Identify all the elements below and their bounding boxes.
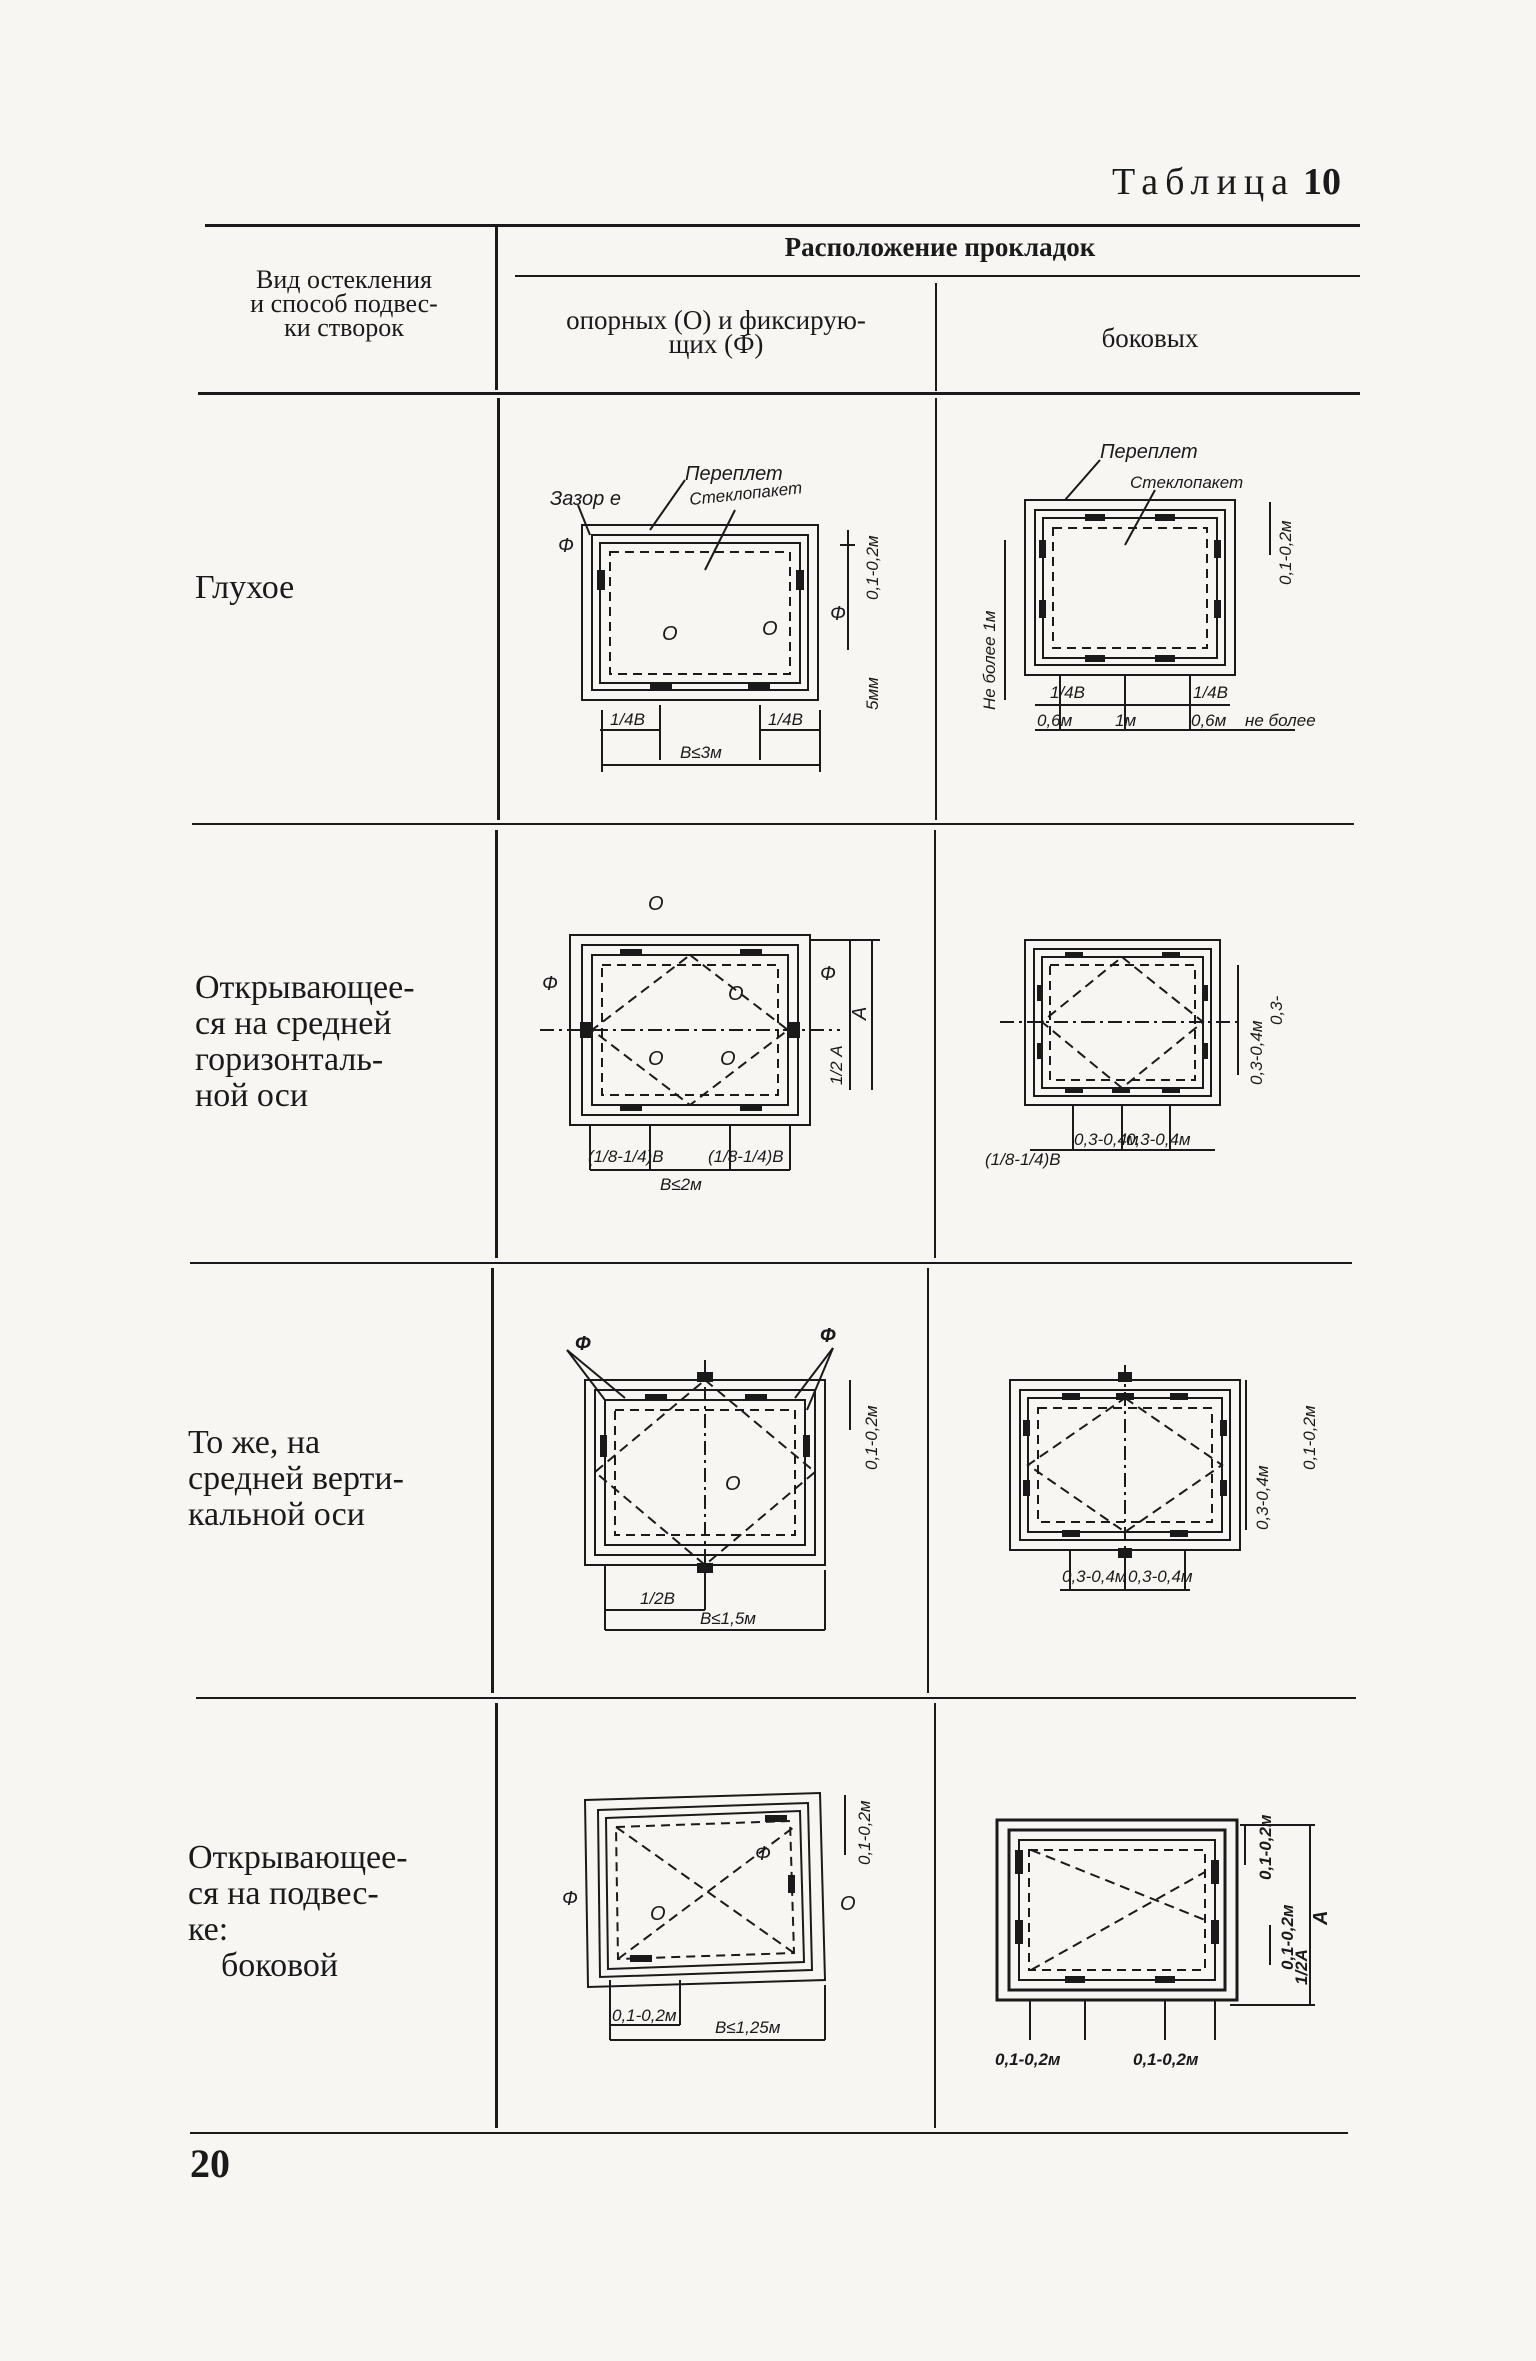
svg-text:0,1-0,2м: 0,1-0,2м <box>1278 1904 1297 1970</box>
svg-text:(1/8-1/4)В: (1/8-1/4)В <box>708 1147 784 1166</box>
page-number: 20 <box>190 2141 230 2186</box>
svg-text:5мм: 5мм <box>863 677 882 710</box>
row1-rule <box>192 823 1354 825</box>
row3-rule <box>196 1697 1356 1699</box>
col-divider-r4 <box>495 1703 498 2128</box>
drawing-fixed-support: Зазор е Переплет Стеклопакет Ф Ф О О 0,1… <box>550 463 882 772</box>
svg-text:Ф: Ф <box>820 1325 836 1347</box>
col-divider-r3 <box>491 1268 494 1693</box>
svg-text:О: О <box>648 1048 664 1070</box>
svg-text:Ф: Ф <box>755 1843 771 1865</box>
row-label-2: Открывающее- ся на средней горизонталь- … <box>195 969 415 1114</box>
drawing-vertical-side: 0,3-0,4м 0,3-0,4м 0,1-0,2м 0,3-0,4м <box>1009 1365 1319 1591</box>
row-label-4: Открывающее- ся на подвес- ке: боковой <box>188 1839 408 1984</box>
svg-text:О: О <box>648 893 664 915</box>
col2-divider-r1 <box>935 398 937 820</box>
row2-rule <box>190 1262 1352 1264</box>
col-divider-header2 <box>935 283 937 391</box>
drawing-side-hung-side: 0,1-0,2м 0,1-0,2м 1/2А А 0,1-0,2м 0,1-0,… <box>995 1814 1332 2069</box>
svg-text:Ф: Ф <box>558 535 574 557</box>
table-bottom-rule <box>190 2132 1348 2134</box>
col2-divider-r2 <box>934 830 936 1258</box>
svg-text:Зазор е: Зазор е <box>550 488 621 510</box>
svg-text:Ф: Ф <box>542 973 558 995</box>
svg-text:0,1-0,2м: 0,1-0,2м <box>855 1800 874 1865</box>
svg-text:1/4В: 1/4В <box>610 710 645 729</box>
svg-text:1/4В: 1/4В <box>1193 683 1228 702</box>
svg-text:Ф: Ф <box>575 1333 591 1355</box>
drawing-side-hung-support: Ф Ф О О 0,1-0,2м 0,1-0,2м В≤1,25м <box>562 1791 874 2041</box>
header-support: опорных (О) и фиксирую- щих (Ф) <box>566 305 866 359</box>
table-top-rule <box>205 224 1360 227</box>
svg-text:0,1-0,2м: 0,1-0,2м <box>1133 2050 1199 2069</box>
drawing-vertical-support: Ф Ф О 0,1-0,2м 1/2В В≤1,5м <box>566 1325 881 1631</box>
header-kind: Вид остекления и способ подвес- ки створ… <box>250 265 438 342</box>
svg-text:1/4В: 1/4В <box>1050 683 1085 702</box>
svg-text:0,1-0,2м: 0,1-0,2м <box>1300 1405 1319 1470</box>
svg-text:1/2А: 1/2А <box>1292 1949 1311 1985</box>
svg-text:0,1-0,2м: 0,1-0,2м <box>862 1405 881 1470</box>
svg-text:0,3-0,4м: 0,3-0,4м <box>1062 1567 1127 1586</box>
svg-text:0,1-0,2м: 0,1-0,2м <box>612 2006 677 2025</box>
svg-text:В≤1,5м: В≤1,5м <box>700 1609 756 1628</box>
svg-text:0,3-0,4м: 0,3-0,4м <box>1126 1130 1191 1149</box>
svg-text:0,3-0,4м: 0,3-0,4м <box>1128 1567 1193 1586</box>
svg-text:Ф: Ф <box>820 963 836 985</box>
col2-divider-r3 <box>927 1268 929 1693</box>
col2-divider-r4 <box>934 1703 936 2128</box>
svg-text:Ф: Ф <box>830 603 846 625</box>
svg-text:А: А <box>1310 1911 1332 1926</box>
svg-text:0,1-0,2м: 0,1-0,2м <box>1276 520 1295 585</box>
header-group: Расположение прокладок <box>784 232 1096 262</box>
drawing-fixed-side: Переплет Стеклопакет 0,1-0,2м Не более 1… <box>980 441 1316 731</box>
svg-text:0,1-0,2м: 0,1-0,2м <box>1256 1814 1275 1880</box>
svg-text:0,3-0,4м: 0,3-0,4м <box>1247 1020 1266 1085</box>
svg-text:(1/8-1/4)В: (1/8-1/4)В <box>985 1150 1061 1169</box>
svg-text:О: О <box>650 1903 666 1925</box>
svg-text:(1/8-1/4)В: (1/8-1/4)В <box>588 1147 664 1166</box>
svg-text:О: О <box>840 1893 856 1915</box>
col-divider-r1 <box>497 398 500 820</box>
svg-text:0,6м: 0,6м <box>1037 711 1073 730</box>
svg-text:Стеклопакет: Стеклопакет <box>1130 473 1243 492</box>
header-bottom-rule <box>198 392 1360 395</box>
row-label-3: То же, на средней верти- кальной оси <box>188 1424 404 1533</box>
svg-text:0,3-: 0,3- <box>1267 995 1286 1025</box>
svg-text:О: О <box>762 618 778 640</box>
svg-text:О: О <box>720 1048 736 1070</box>
svg-text:А: А <box>849 1007 871 1021</box>
svg-text:В≤1,25м: В≤1,25м <box>715 2018 781 2037</box>
col-divider-r2 <box>495 830 498 1258</box>
row-label-1: Глухое <box>195 569 295 606</box>
svg-text:0,1-0,2м: 0,1-0,2м <box>995 2050 1061 2069</box>
svg-text:Переплет: Переплет <box>685 463 783 485</box>
svg-text:1м: 1м <box>1115 711 1136 730</box>
svg-text:Переплет: Переплет <box>1100 441 1198 463</box>
svg-text:0,3-0,4м: 0,3-0,4м <box>1253 1465 1272 1530</box>
svg-text:1/4В: 1/4В <box>768 710 803 729</box>
header-side: боковых <box>1101 323 1199 353</box>
svg-text:0,6м: 0,6м <box>1191 711 1227 730</box>
drawing-horizontal-support: О Ф Ф О О О А 1/2 А (1/8-1/4)В (1/8-1/4)… <box>540 893 880 1194</box>
svg-text:1/2В: 1/2В <box>640 1589 675 1608</box>
svg-text:не более: не более <box>1245 711 1316 730</box>
svg-text:О: О <box>725 1473 741 1495</box>
svg-text:Ф: Ф <box>562 1888 578 1910</box>
col-divider-header <box>495 226 498 390</box>
svg-text:В≤3м: В≤3м <box>680 743 722 762</box>
svg-text:0,3-0,4м: 0,3-0,4м <box>1074 1130 1139 1149</box>
svg-text:Не более 1м: Не более 1м <box>980 610 999 710</box>
drawing-horizontal-side: (1/8-1/4)В 0,3-0,4м 0,3-0,4м 0,3-0,4м 0,… <box>985 939 1286 1169</box>
svg-text:О: О <box>662 623 678 645</box>
svg-text:О: О <box>728 983 744 1005</box>
svg-text:0,1-0,2м: 0,1-0,2м <box>863 535 882 600</box>
svg-text:1/2 А: 1/2 А <box>827 1045 846 1085</box>
header-group-rule <box>515 275 1360 277</box>
svg-text:В≤2м: В≤2м <box>660 1175 702 1194</box>
